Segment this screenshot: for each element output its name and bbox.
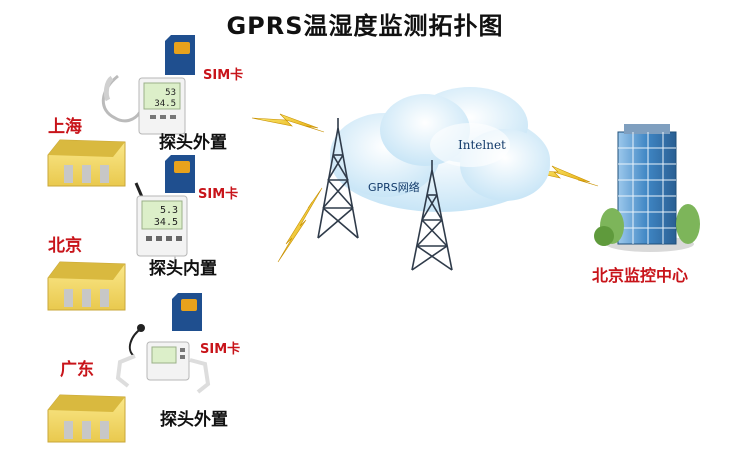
warehouse-guangdong [47,394,126,443]
logger-device-beijing: 5.3 34.5 [134,182,188,270]
city-label-shanghai: 上海 [48,117,82,137]
sim-card-icon [165,155,195,193]
network-cloud [330,87,550,212]
monitoring-center-building [594,124,700,252]
sim-label: SIM卡 [198,187,239,202]
logger-device-guangdong [115,324,211,394]
probe-label: 探头外置 [160,410,228,430]
sim-label: SIM卡 [200,342,241,357]
reading-bottom: 34.5 [154,217,178,228]
reading-bottom: 34.5 [154,99,176,109]
internet-label: Intelnet [458,138,506,152]
signal-bolt-icon [277,187,323,263]
probe-label: 探头内置 [149,259,217,279]
reading-top: 53 [165,88,176,98]
reading-top: 5.3 [160,205,178,216]
city-label-beijing: 北京 [48,236,82,256]
gprs-network-label: GPRS网络 [368,181,420,194]
signal-bolt-icon [251,113,325,133]
gprs-tower-icon [411,160,453,271]
warehouse-beijing [47,261,126,311]
sim-label: SIM卡 [203,68,244,83]
city-label-guangdong: 广东 [60,360,94,380]
gprs-tower-icon [317,118,359,239]
logger-device-shanghai: 53 34.5 [101,74,186,135]
sim-card-icon [165,35,195,75]
signal-bolt-icon [523,165,599,187]
monitoring-center-label: 北京监控中心 [592,266,689,285]
sim-card-icon [172,293,202,331]
probe-label: 探头外置 [159,133,227,153]
diagram-title: GPRS温湿度监测拓扑图 [226,12,504,40]
warehouse-shanghai [47,139,126,187]
